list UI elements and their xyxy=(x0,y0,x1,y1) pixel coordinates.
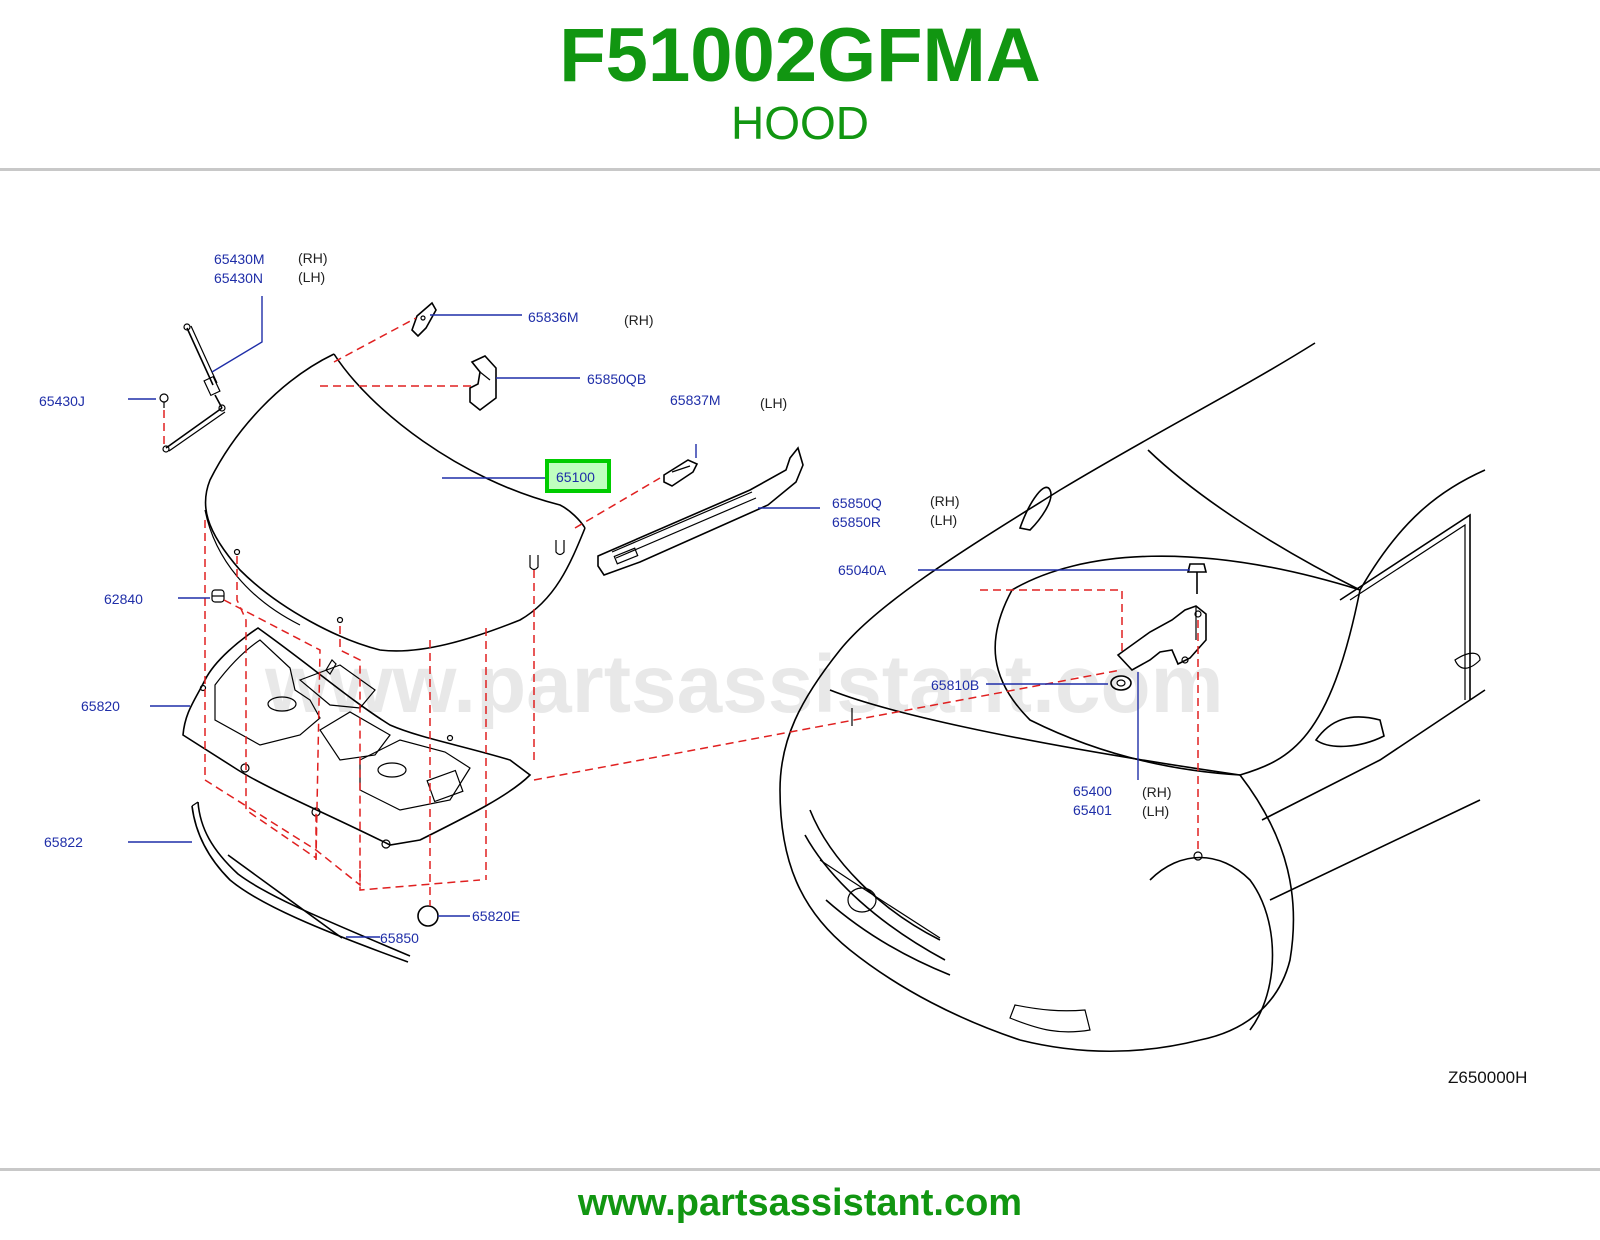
side-label-65837M: (LH) xyxy=(760,395,787,411)
part-number-title: F51002GFMA xyxy=(559,13,1041,98)
header-divider xyxy=(0,168,1600,171)
hood-gas-strut-drawing xyxy=(159,323,226,453)
vehicle-outline-drawing xyxy=(779,342,1486,1053)
callout-65850QB[interactable]: 65850QB xyxy=(587,371,646,387)
hood-panel-drawing xyxy=(204,353,586,652)
bracket-65850QB-drawing xyxy=(469,355,497,412)
callout-65820E[interactable]: 65820E xyxy=(472,908,520,924)
highlight-box-65100 xyxy=(545,459,611,493)
callout-62840[interactable]: 62840 xyxy=(104,591,143,607)
callout-65430N[interactable]: 65430N xyxy=(214,270,263,286)
bracket-65836M-drawing xyxy=(411,301,437,338)
side-label-65401: (LH) xyxy=(1142,803,1169,819)
side-label-65850Q: (RH) xyxy=(930,493,960,509)
leader-lines xyxy=(128,296,1190,938)
callout-65850[interactable]: 65850 xyxy=(380,930,419,946)
side-label-65836M: (RH) xyxy=(624,312,654,328)
callout-65850Q[interactable]: 65850Q xyxy=(832,495,882,511)
callout-65400[interactable]: 65400 xyxy=(1073,783,1112,799)
assembly-lines xyxy=(163,317,1199,906)
front-seal-drawing xyxy=(191,801,411,963)
cowl-seal-drawing xyxy=(597,446,804,576)
grommet-65810B-drawing xyxy=(1110,675,1132,691)
header: F51002GFMA HOOD xyxy=(0,0,1600,168)
callout-65810B[interactable]: 65810B xyxy=(931,677,979,693)
callout-65822[interactable]: 65822 xyxy=(44,834,83,850)
callout-65100[interactable]: 65100 xyxy=(556,469,595,485)
callout-65836M[interactable]: 65836M xyxy=(528,309,579,325)
bumper-62840-drawing xyxy=(211,589,225,603)
hood-insulator-drawing xyxy=(182,627,532,849)
bracket-65837M-drawing xyxy=(663,459,699,487)
callout-65820[interactable]: 65820 xyxy=(81,698,120,714)
callout-65837M[interactable]: 65837M xyxy=(670,392,721,408)
diagram-code: Z650000H xyxy=(1448,1068,1527,1087)
side-label-65850R: (LH) xyxy=(930,512,957,528)
callout-65430M[interactable]: 65430M xyxy=(214,251,265,267)
footer-divider xyxy=(0,1168,1600,1171)
side-label-65430M: (RH) xyxy=(298,250,328,266)
callout-65430J[interactable]: 65430J xyxy=(39,393,85,409)
callout-65850R[interactable]: 65850R xyxy=(832,514,881,530)
bolt-65040A-drawing xyxy=(1186,563,1208,594)
clip-65820E-drawing xyxy=(417,905,439,927)
callout-65040A[interactable]: 65040A xyxy=(838,562,887,578)
footer-url-link[interactable]: www.partsassistant.com xyxy=(577,1182,1023,1224)
side-label-65400: (RH) xyxy=(1142,784,1172,800)
side-label-65430N: (LH) xyxy=(298,269,325,285)
part-name-subtitle: HOOD xyxy=(731,97,869,149)
callout-65401[interactable]: 65401 xyxy=(1073,802,1112,818)
